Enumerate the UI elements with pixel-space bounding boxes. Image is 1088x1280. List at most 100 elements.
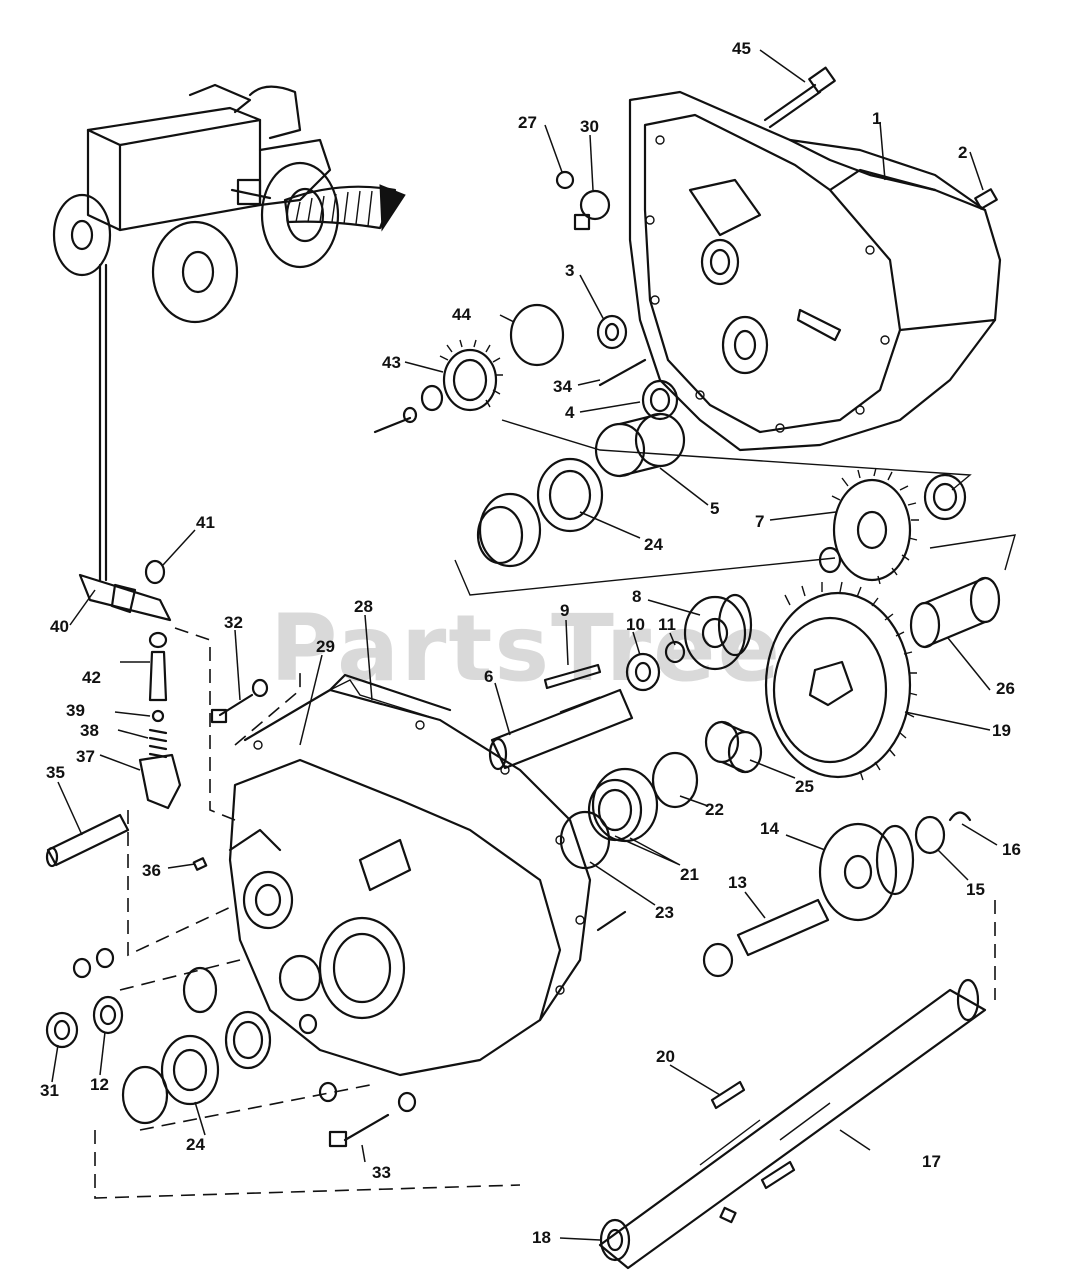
- screw-2: [974, 188, 998, 210]
- callout-17: 17: [922, 1152, 941, 1171]
- shift-fork-37: [138, 753, 182, 810]
- callout-3: 3: [565, 261, 574, 280]
- pin-small: [596, 910, 627, 932]
- axle-17: [598, 978, 987, 1270]
- callout-4: 4: [565, 403, 575, 422]
- shift-lever-40: [78, 263, 172, 622]
- washer-10: [625, 652, 661, 692]
- callout-37: 37: [76, 747, 95, 766]
- gear-14: [818, 822, 915, 922]
- seal-24-lower: [121, 1034, 220, 1125]
- callout-22: 22: [705, 800, 724, 819]
- clip-30: [573, 189, 611, 231]
- callout-6: 6: [484, 667, 493, 686]
- pin-34: [598, 358, 647, 387]
- callout-9: 9: [560, 601, 569, 620]
- callout-leaders: [51, 49, 998, 1241]
- callout-43: 43: [382, 353, 401, 372]
- ring-41: [144, 559, 166, 585]
- callout-7: 7: [755, 512, 764, 531]
- callout-36: 36: [142, 861, 161, 880]
- callout-16: 16: [1002, 840, 1021, 859]
- bracket-line-upper: [501, 419, 972, 491]
- ring-small: [818, 546, 842, 574]
- plug-27: [555, 170, 575, 190]
- bolt-33: [298, 1013, 417, 1148]
- callout-20: 20: [656, 1047, 675, 1066]
- bracket-line-right: [929, 534, 1016, 571]
- spring-38: [148, 728, 168, 759]
- callout-41: 41: [196, 513, 215, 532]
- axle-end-18: [599, 1218, 631, 1262]
- bracket-line-mid: [454, 557, 836, 596]
- sleeve-26: [909, 576, 1001, 649]
- gear-8: [683, 593, 753, 671]
- callout-15: 15: [966, 880, 985, 899]
- shift-rod-35: [45, 813, 130, 868]
- callout-30: 30: [580, 117, 599, 136]
- callout-34: 34: [553, 377, 572, 396]
- callout-44: 44: [452, 305, 471, 324]
- callout-38: 38: [80, 721, 99, 740]
- nut-31: [45, 1011, 79, 1049]
- pin-36: [192, 857, 208, 871]
- gear-case-housing: [628, 90, 1002, 452]
- callout-32: 32: [224, 613, 243, 632]
- washer-15: [914, 815, 946, 855]
- watermark: PartsTree: [270, 595, 782, 702]
- key-20: [710, 1080, 746, 1110]
- alignment-lines: [94, 627, 996, 1199]
- clip-16: [948, 811, 972, 822]
- set-screw: [719, 1206, 737, 1224]
- gasket-28: [329, 679, 441, 721]
- callout-33: 33: [372, 1163, 391, 1182]
- key-axle: [760, 1160, 796, 1190]
- callout-10: 10: [626, 615, 645, 634]
- bolt-washer-43: [373, 384, 444, 434]
- callout-25: 25: [795, 777, 814, 796]
- callout-18: 18: [532, 1228, 551, 1247]
- callout-19: 19: [992, 721, 1011, 740]
- washer-12: [92, 995, 124, 1035]
- callout-11: 11: [658, 615, 676, 634]
- bearing-5: [594, 412, 686, 478]
- callout-23: 23: [655, 903, 674, 922]
- ball-42: [148, 631, 168, 702]
- ring-23: [559, 810, 611, 870]
- callout-27: 27: [518, 113, 537, 132]
- ring-22: [651, 751, 699, 809]
- callout-12: 12: [90, 1075, 109, 1094]
- ball-39: [151, 709, 165, 723]
- snap-ring-44: [509, 303, 565, 367]
- bearing-needle: [182, 966, 272, 1070]
- key-9: [543, 663, 602, 690]
- bushing-25: [704, 720, 763, 774]
- callout-21: 21: [680, 865, 699, 884]
- gear-7: [831, 467, 967, 585]
- shaft-13: [702, 898, 830, 978]
- callout-8: 8: [632, 587, 641, 606]
- callout-28: 28: [354, 597, 373, 616]
- callout-35: 35: [46, 763, 65, 782]
- nut-11: [664, 640, 686, 664]
- callout-14: 14: [760, 819, 779, 838]
- callout-31: 31: [40, 1081, 59, 1100]
- bolt-45: [763, 66, 836, 129]
- callout-24-lower: 24: [186, 1135, 205, 1154]
- lower-housing: [228, 673, 592, 1077]
- callout-40: 40: [50, 617, 69, 636]
- callout-45: 45: [732, 39, 751, 58]
- callout-29: 29: [316, 637, 335, 656]
- callout-labels: 45 1 2 27 30 44 43 3 34 4 5 7 8 9 10 11 …: [40, 39, 1021, 1247]
- callout-42: 42: [82, 668, 101, 687]
- callout-13: 13: [728, 873, 747, 892]
- callout-5: 5: [710, 499, 719, 518]
- nuts-small: [72, 947, 115, 979]
- bolt-32: [210, 678, 269, 724]
- callout-26: 26: [996, 679, 1015, 698]
- tractor-illustration: [52, 83, 406, 324]
- seals-21: [587, 767, 659, 843]
- gear-43: [439, 339, 503, 412]
- gear-19: [764, 581, 918, 781]
